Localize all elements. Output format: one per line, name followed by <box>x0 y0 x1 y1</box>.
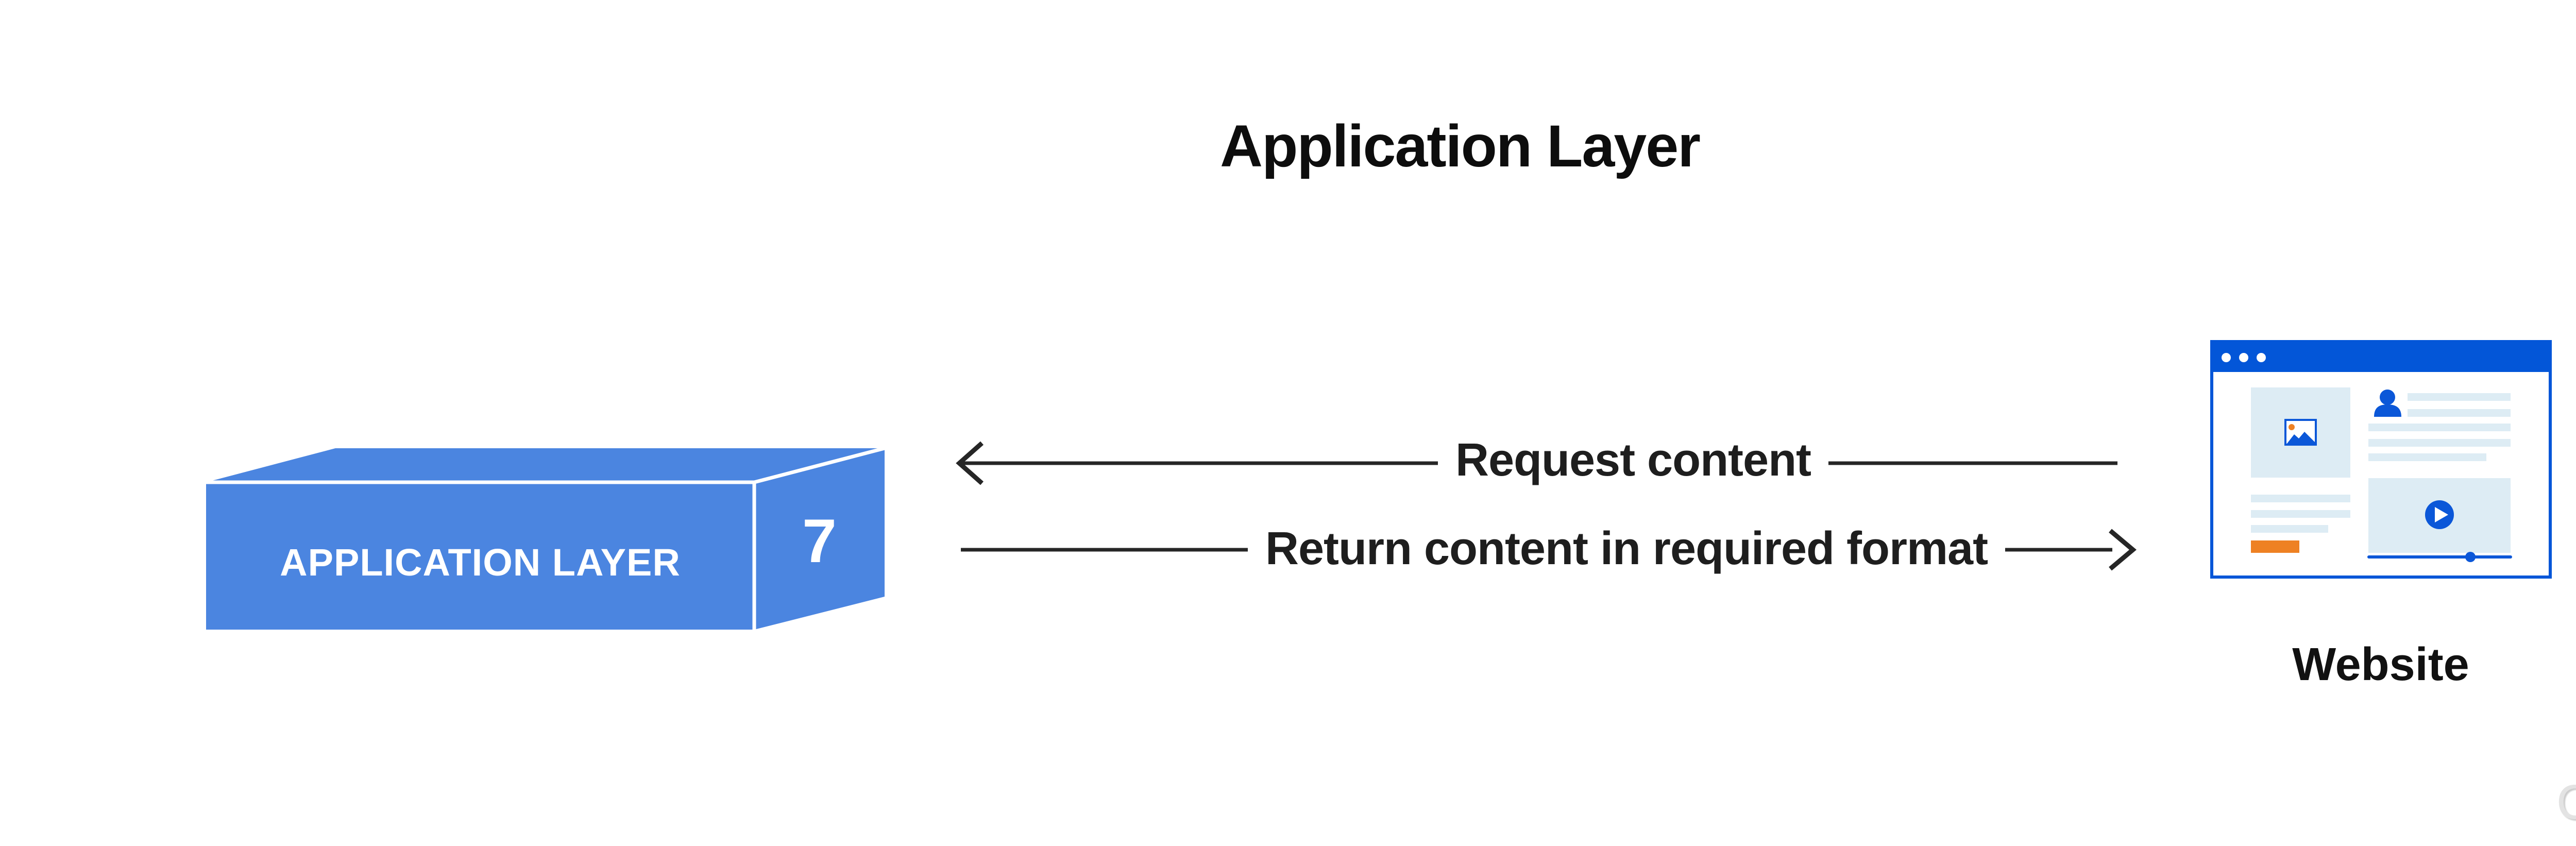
video-progress-bar <box>2367 552 2512 562</box>
watermark: CSDN @沛哥儿 <box>2556 775 2576 830</box>
return-arrow-label: Return content in required format <box>1247 526 2006 572</box>
box-front-face <box>206 482 754 630</box>
website-browser-icon <box>2210 340 2552 579</box>
text-placeholder-lines-right <box>2368 393 2511 461</box>
page-title: Application Layer <box>1220 113 1701 179</box>
website-caption: Website <box>2292 639 2469 690</box>
box-edge-highlights <box>206 446 885 630</box>
box-top-face <box>206 448 885 482</box>
user-icon <box>2374 390 2401 417</box>
image-placeholder-icon <box>2284 419 2317 446</box>
text-placeholder-lines-left <box>2251 495 2350 533</box>
right-arrowhead-icon <box>2109 529 2137 571</box>
play-icon <box>2425 500 2454 529</box>
cta-button <box>2251 540 2299 553</box>
request-arrow-label: Request content <box>1437 437 1829 483</box>
browser-title-bar <box>2212 342 2550 372</box>
left-arrowhead-icon <box>956 441 984 485</box>
box-right-face <box>754 448 885 630</box>
osi-layer-number: 7 <box>802 506 837 576</box>
browser-dots-icon <box>2222 353 2266 362</box>
osi-box-label: APPLICATION LAYER <box>280 541 681 584</box>
progress-handle <box>2465 552 2476 562</box>
osi-layer-box <box>206 446 885 630</box>
